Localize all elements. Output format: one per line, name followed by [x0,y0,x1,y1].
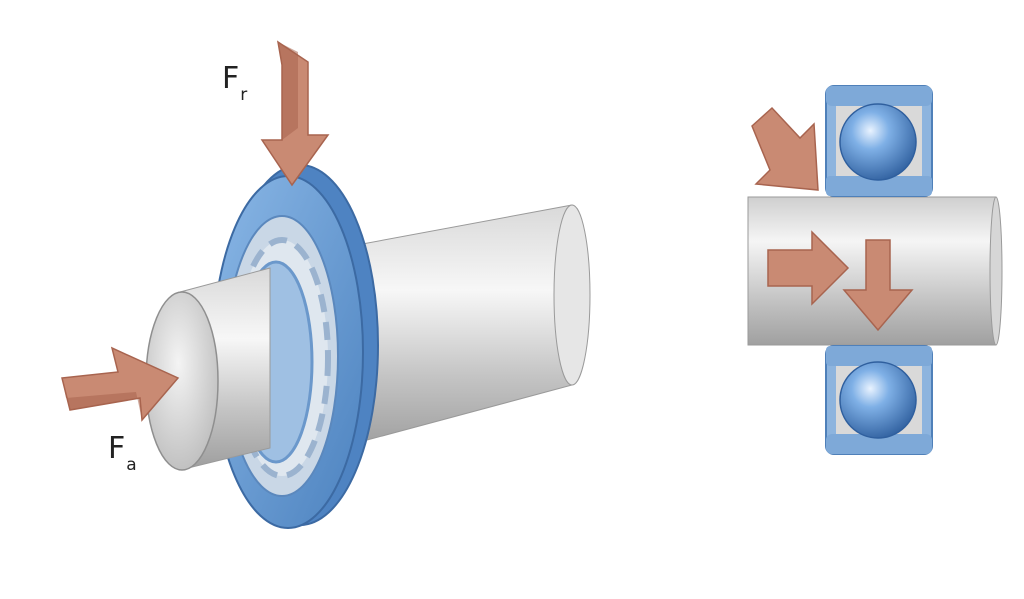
bearing-cross-section [747,85,1003,455]
combined-force-arrow [751,106,819,191]
lower-ball [839,361,917,439]
section-radial-arrow [842,239,914,332]
section-axial-arrow [767,230,850,306]
bearing-3d-view: Fr Fa [61,40,591,529]
upper-ball [839,103,917,181]
radial-force-label: Fr [222,61,247,105]
axial-force-label: Fa [108,431,137,475]
shaft-far-end [553,204,591,386]
upper-bearing-section [825,85,933,197]
lower-bearing-section [825,345,933,455]
